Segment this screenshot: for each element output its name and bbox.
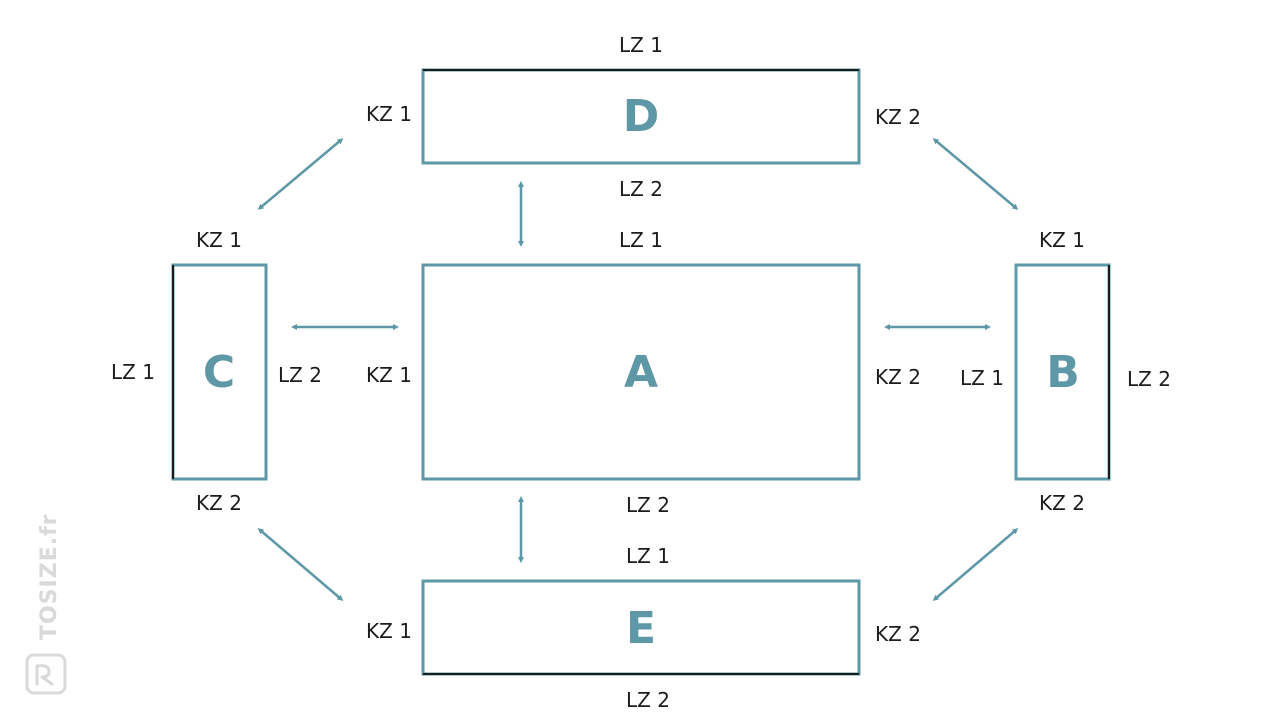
box-a: A LZ 1 LZ 2 KZ 1 KZ 2: [366, 228, 921, 517]
double-headed-arrow-icon: [257, 138, 344, 210]
box-a-frame: [421, 263, 861, 481]
box-a-right-label: KZ 2: [875, 365, 921, 389]
box-c-bottom-label: KZ 2: [196, 491, 242, 515]
box-b-letter: B: [1046, 347, 1080, 398]
box-e-top-label: LZ 1: [626, 544, 670, 568]
box-b-top-label: KZ 1: [1039, 228, 1085, 252]
watermark: TOSIZE.fr: [25, 514, 67, 695]
box-b: B KZ 1 KZ 2 LZ 1 LZ 2: [960, 228, 1171, 515]
box-c-top-label: KZ 1: [196, 228, 242, 252]
box-c: C KZ 1 KZ 2 LZ 1 LZ 2: [111, 228, 322, 515]
box-e-right-label: KZ 2: [875, 622, 921, 646]
box-c-right-label: LZ 2: [278, 363, 322, 387]
box-a-top-label: LZ 1: [619, 228, 663, 252]
box-c-left-label: LZ 1: [111, 360, 155, 384]
double-headed-arrow-icon: [932, 138, 1019, 210]
box-e-bottom-label: LZ 2: [626, 688, 670, 712]
box-e-left-label: KZ 1: [366, 619, 412, 643]
box-c-letter: C: [203, 347, 235, 398]
tosize-logo-icon: [25, 653, 67, 695]
box-e: E LZ 1 LZ 2 KZ 1 KZ 2: [366, 544, 921, 712]
box-b-bottom-label: KZ 2: [1039, 491, 1085, 515]
box-a-bottom-label: LZ 2: [626, 493, 670, 517]
watermark-text: TOSIZE.fr: [37, 514, 62, 641]
box-d: D LZ 1 LZ 2 KZ 1 KZ 2: [366, 33, 921, 201]
box-d-bottom-label: LZ 2: [619, 177, 663, 201]
box-d-letter: D: [623, 91, 660, 142]
double-headed-arrow-icon: [257, 528, 344, 601]
box-d-right-label: KZ 2: [875, 105, 921, 129]
box-b-left-label: LZ 1: [960, 366, 1004, 390]
box-d-left-label: KZ 1: [366, 102, 412, 126]
box-b-right-label: LZ 2: [1127, 367, 1171, 391]
box-a-letter: A: [624, 347, 658, 398]
box-a-left-label: KZ 1: [366, 363, 412, 387]
box-e-letter: E: [626, 603, 656, 654]
double-headed-arrow-icon: [932, 528, 1019, 601]
connector-arrows: [257, 138, 1019, 601]
box-d-top-label: LZ 1: [619, 33, 663, 57]
